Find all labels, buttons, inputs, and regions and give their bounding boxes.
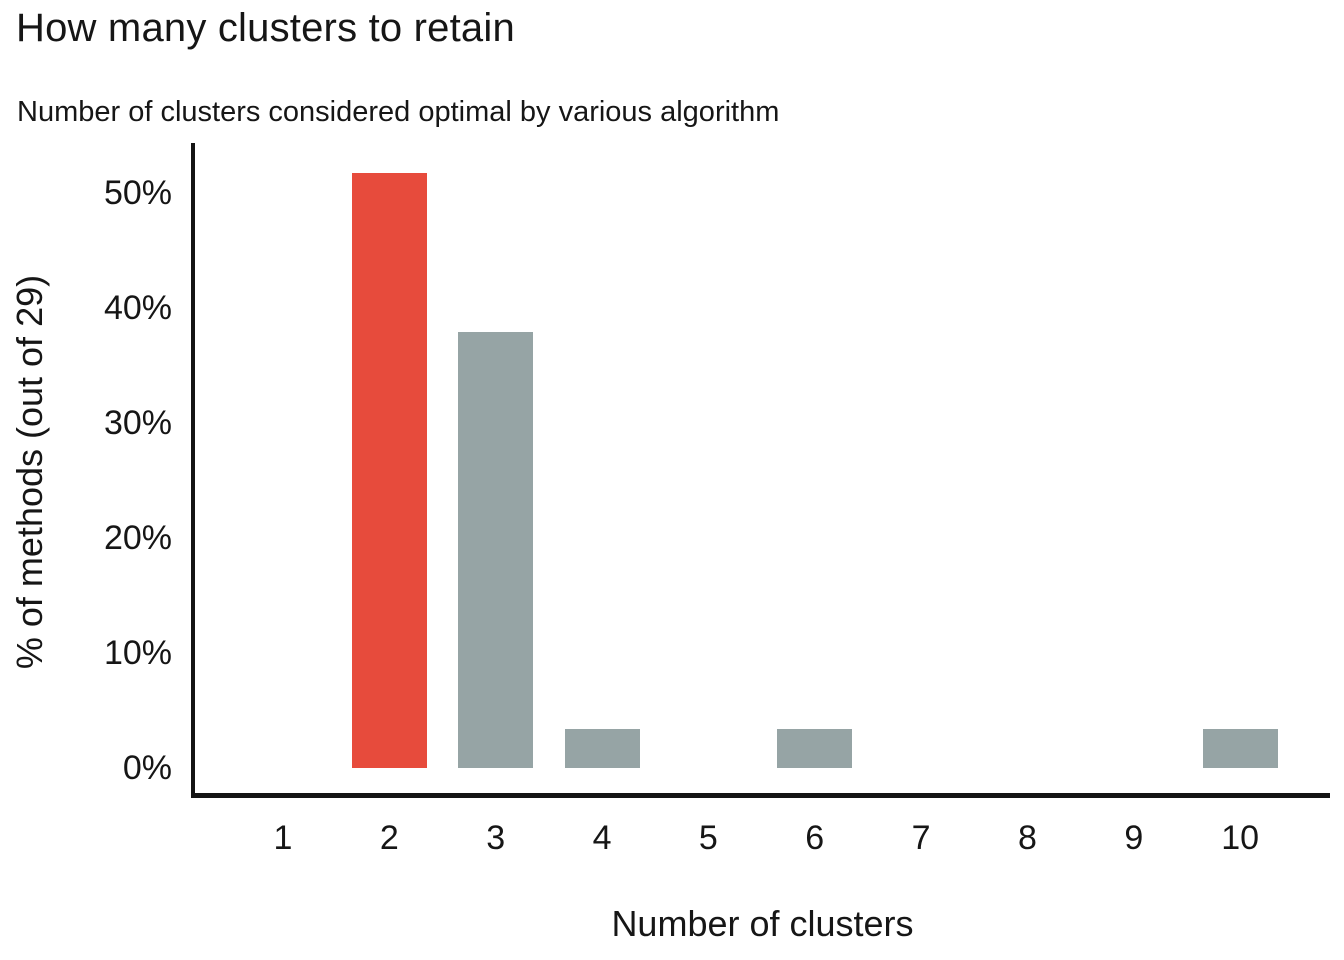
plot-area <box>191 143 1330 798</box>
y-tick-label-50%: 50% <box>103 174 172 212</box>
chart-subtitle: Number of clusters considered optimal by… <box>17 96 780 128</box>
x-tick-label-1: 1 <box>273 819 293 857</box>
bar-clusters-4 <box>564 728 640 768</box>
x-tick-label-5: 5 <box>698 819 718 857</box>
y-tick-label-10%: 10% <box>103 634 172 672</box>
y-tick-label-30%: 30% <box>103 404 172 442</box>
bar-clusters-2 <box>351 173 427 768</box>
x-tick-label-8: 8 <box>1017 819 1037 857</box>
x-tick-label-6: 6 <box>805 819 825 857</box>
x-tick-label-4: 4 <box>592 819 612 857</box>
bar-clusters-3 <box>458 332 534 768</box>
chart-title: How many clusters to retain <box>16 6 515 50</box>
y-tick-label-0%: 0% <box>122 749 172 787</box>
bar-clusters-10 <box>1202 728 1278 768</box>
x-axis-title: Number of clusters <box>611 903 914 944</box>
x-tick-label-7: 7 <box>911 819 931 857</box>
y-tick-label-20%: 20% <box>103 519 172 557</box>
x-tick-label-2: 2 <box>379 819 399 857</box>
x-tick-label-9: 9 <box>1124 819 1144 857</box>
y-tick-label-40%: 40% <box>103 289 172 327</box>
x-tick-label-10: 10 <box>1221 819 1260 857</box>
x-tick-label-3: 3 <box>486 819 506 857</box>
bar-clusters-6 <box>777 728 853 768</box>
